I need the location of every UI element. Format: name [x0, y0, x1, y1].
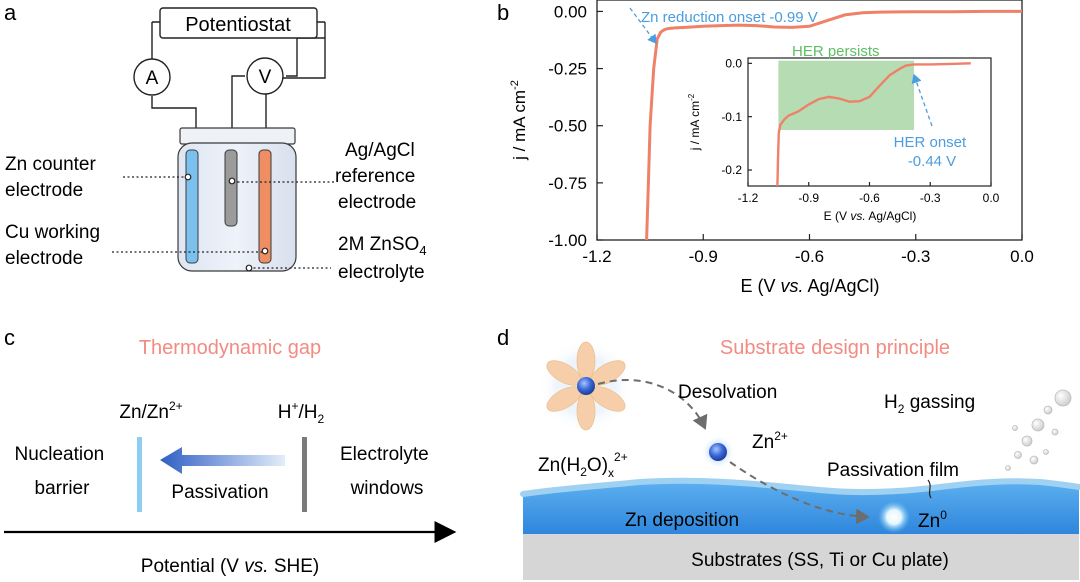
water-shell-icon: [546, 341, 626, 431]
zn-ion-label: Zn2+: [752, 429, 788, 453]
y-tick-label: -1.00: [548, 231, 587, 250]
inset-tick-labels: -1.2 -0.9 -0.6 -0.3 0.0 0.0 -0.1 -0.2: [721, 57, 999, 205]
potentiostat-box: [159, 7, 318, 39]
h-potential-bar: [302, 437, 307, 512]
x-tick-label: -0.6: [859, 191, 880, 205]
cu-working-label: Cu working electrode: [5, 222, 105, 269]
x-tick-label: 0.0: [1010, 247, 1034, 266]
main-tick-labels: -1.2 -0.9 -0.6 -0.3 0.0 0.00 -0.25 -0.50 -0.75 -1…: [548, 2, 1034, 266]
her-onset-annotation: HER onset -0.44 V: [894, 134, 971, 170]
main-lsv-curve: [645, 9, 1022, 241]
potentiostat-label: Potentiostat: [185, 14, 291, 36]
zn-ion-icon: [709, 443, 727, 461]
panel-b: b -1.2 -0.9 -0.6 -0.3 0.0 0.00 -0.25 -0.50 -0.75…: [497, 0, 1034, 296]
complex-label: Zn(H2O)x2+: [538, 450, 628, 480]
y-tick-label: -0.25: [548, 60, 587, 79]
x-tick-label: -1.2: [738, 191, 759, 205]
zn-couple-label: Zn/Zn2+: [119, 399, 182, 423]
deposition-path: [729, 461, 870, 525]
zn-potential-bar: [137, 437, 142, 512]
her-highlight-region: [778, 60, 915, 130]
h2-bubbles-icon: [1005, 389, 1072, 471]
reference-electrode: [224, 149, 238, 227]
electrolyte-label: 2M ZnSO4 electrolyte: [338, 234, 432, 283]
substrate-block: [523, 534, 1079, 580]
main-xlabel: E (V vs. Ag/AgCl): [740, 276, 879, 296]
panel-c-title: Thermodynamic gap: [139, 337, 321, 359]
x-tick-label: -0.9: [798, 191, 819, 205]
inset-axis-ticks: [747, 62, 992, 186]
leader-lines: [112, 176, 334, 269]
zn-hydrated-complex: [538, 338, 634, 434]
inset-xlabel: E (V vs. Ag/AgCl): [824, 209, 917, 223]
y-tick-label: -0.50: [548, 117, 587, 136]
substrate-label: Substrates (SS, Ti or Cu plate): [691, 550, 949, 571]
panel-c-letter: c: [4, 325, 15, 350]
x-tick-label: -0.3: [920, 191, 941, 205]
zn0-label: Zn0: [918, 508, 947, 532]
zn-onset-arrow: [629, 7, 657, 45]
h2-gassing-label: H2 gassing: [884, 392, 975, 416]
panel-c: c Thermodynamic gap Zn/Zn2+ H+/H2 Passiv…: [4, 325, 457, 577]
voltmeter-label: V: [259, 67, 272, 88]
ammeter-icon: [133, 58, 171, 96]
y-tick-label: -0.2: [721, 163, 742, 177]
panel-b-letter: b: [497, 0, 509, 25]
passivation-label: Passivation: [171, 482, 268, 503]
zn-onset-annotation: Zn reduction onset -0.99 V: [641, 9, 818, 26]
passivation-film: [520, 477, 1080, 497]
electrolyte-windows-label: Electrolyte windows: [340, 444, 434, 499]
x-tick-label: -0.6: [795, 247, 824, 266]
inset-lsv-curve: [776, 62, 971, 187]
inset-plot: -1.2 -0.9 -0.6 -0.3 0.0 0.0 -0.1 -0.2 HER persi…: [687, 43, 1000, 223]
zn-deposition-label: Zn deposition: [625, 510, 739, 531]
her-persists-annotation: HER persists: [792, 43, 880, 60]
panel-a: a Potentiostat A V: [4, 0, 432, 283]
ammeter-label: A: [146, 68, 159, 89]
main-ylabel: j / mA cm-2: [509, 80, 529, 161]
zn-ion-core-icon: [577, 377, 595, 395]
leader-dots: [184, 173, 269, 272]
zn-metal-atom-icon: [878, 501, 910, 533]
y-tick-label: 0.00: [554, 2, 587, 21]
panel-a-letter: a: [4, 0, 17, 25]
desolvation-label: Desolvation: [678, 382, 777, 403]
zn-counter-electrode: [185, 149, 199, 264]
panel-d-title: Substrate design principle: [720, 337, 950, 359]
panel-d-letter: d: [497, 325, 509, 350]
zn-deposition-layer: [523, 480, 1079, 534]
passivation-arrow: [160, 447, 285, 474]
passivation-film-pointer: [927, 479, 932, 499]
x-tick-label: -1.2: [582, 247, 611, 266]
x-tick-label: -0.3: [901, 247, 930, 266]
main-axis-ticks: [596, 10, 1023, 241]
potential-axis-label: Potential (V vs. SHE): [141, 556, 319, 577]
y-tick-label: 0.0: [725, 57, 742, 71]
cell-lid: [179, 127, 296, 145]
x-tick-label: 0.0: [983, 191, 1000, 205]
nucleation-barrier-label: Nucleation barrier: [14, 444, 109, 499]
reference-label: Ag/AgCl reference electrode: [335, 140, 421, 213]
desolvation-path: [597, 379, 708, 430]
her-onset-arrow: [911, 73, 933, 127]
passivation-film-label: Passivation film: [827, 460, 959, 481]
y-tick-label: -0.1: [721, 110, 742, 124]
voltmeter-icon: [246, 57, 284, 95]
x-tick-label: -0.9: [689, 247, 718, 266]
y-tick-label: -0.75: [548, 174, 587, 193]
panel-d: d Substrate design principle Substrates …: [497, 325, 1080, 580]
h-couple-label: H+/H2: [278, 399, 325, 426]
zn-counter-label: Zn counter electrode: [5, 154, 101, 201]
inset-ylabel: j / mA cm-2: [687, 93, 702, 151]
cu-working-electrode: [258, 149, 272, 264]
